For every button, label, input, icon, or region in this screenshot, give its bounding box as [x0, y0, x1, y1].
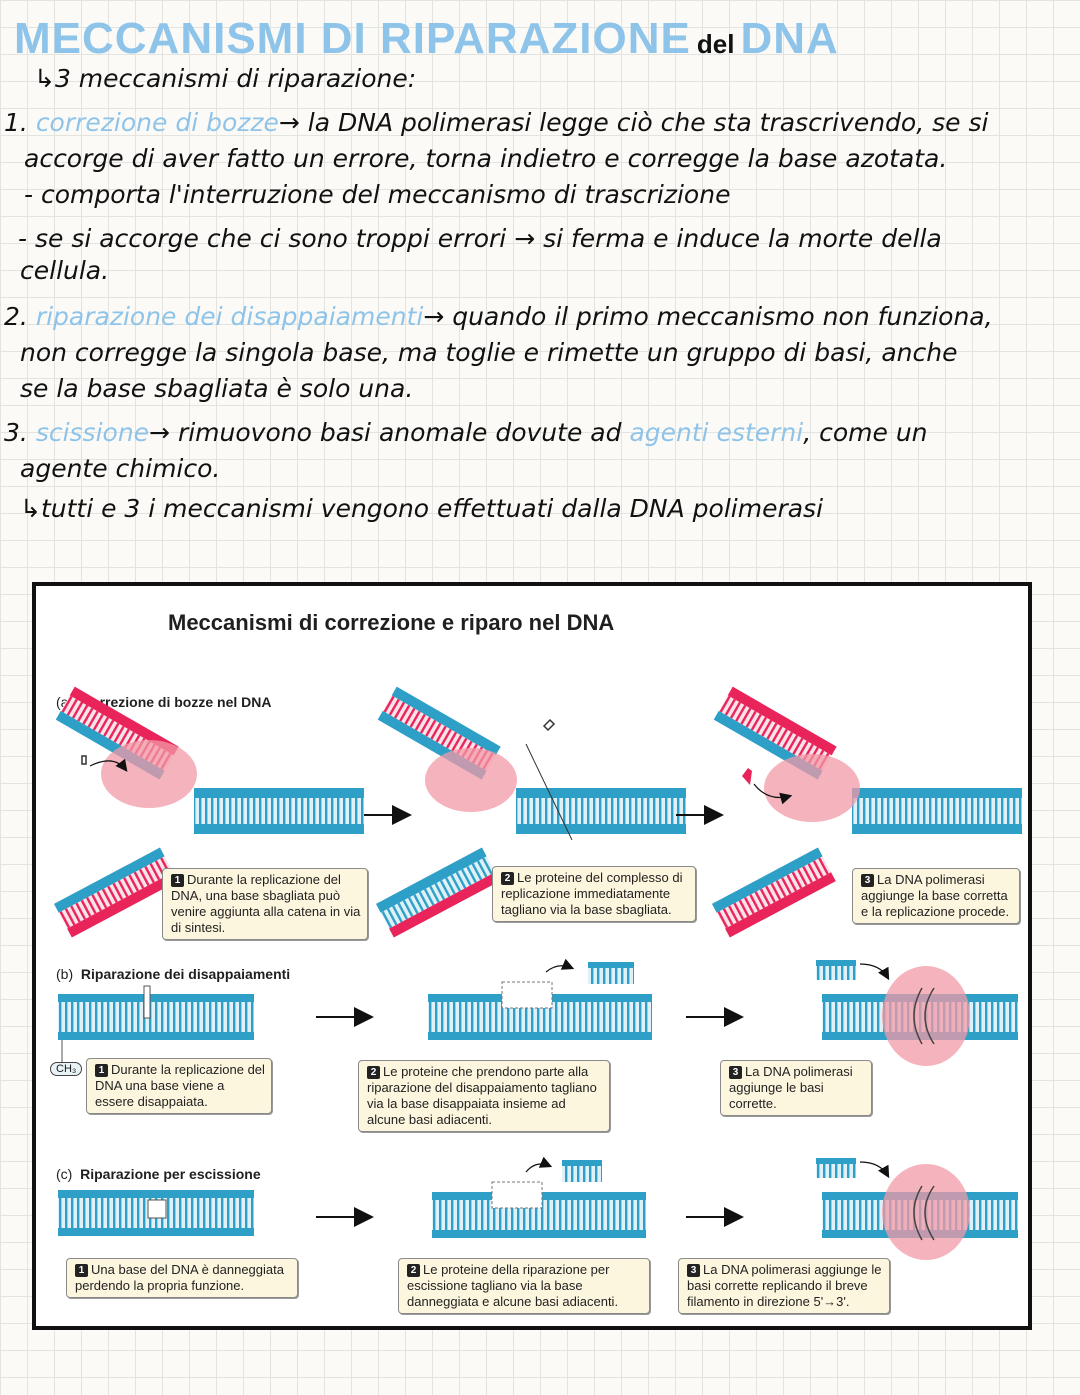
- item3-line2: agente chimico.: [20, 454, 221, 483]
- item2-number: 2.: [4, 302, 28, 331]
- item3-keyword2: agenti esterni: [629, 418, 804, 447]
- item1-text1: → la DNA polimerasi legge ciò che sta tr…: [278, 108, 989, 137]
- item3-keyword: scissione: [35, 418, 150, 447]
- step-number-c1: 1: [75, 1264, 88, 1277]
- step-number-c3: 3: [687, 1264, 700, 1277]
- item3-line1: 3. scissione→ rimuovono basi anomale dov…: [4, 418, 928, 448]
- caption-a2-text: Le proteine del complesso di replicazion…: [501, 870, 683, 917]
- arrow-c1-c2: [316, 1207, 374, 1227]
- caption-b2-text: Le proteine che prendono parte alla ripa…: [367, 1064, 597, 1127]
- title-end: DNA: [740, 14, 839, 63]
- dna-duplex-c1: [58, 1190, 254, 1236]
- item1-line4: - se si accorge che ci sono troppi error…: [18, 224, 942, 253]
- section-c-label: (c) Riparazione per escissione: [56, 1166, 261, 1182]
- item1-line3: - comporta l'interruzione del meccanismo…: [24, 180, 731, 209]
- section-c-title: Riparazione per escissione: [80, 1166, 261, 1182]
- section-b-label: (b) Riparazione dei disappaiamenti: [56, 966, 290, 982]
- title-main: MECCANISMI DI RIPARAZIONE: [14, 14, 691, 63]
- item2-line2: non corregge la singola base, ma toglie …: [20, 338, 958, 367]
- caption-b3-text: La DNA polimerasi aggiunge le basi corre…: [729, 1064, 853, 1111]
- caption-b1-text: Durante la replicazione del DNA una base…: [95, 1062, 265, 1109]
- item2-line1: 2. riparazione dei disappaiamenti→ quand…: [4, 302, 993, 332]
- summary-line: ↳tutti e 3 i meccanismi vengono effettua…: [20, 494, 824, 523]
- step-number-b2: 2: [367, 1066, 380, 1079]
- item1-keyword: correzione di bozze: [35, 108, 279, 137]
- item2-keyword: riparazione dei disappaiamenti: [35, 302, 424, 331]
- arrow-a2-a3: [676, 805, 724, 825]
- item3-number: 3.: [4, 418, 28, 447]
- section-c-letter: (c): [56, 1166, 73, 1182]
- item2-line3: se la base sbagliata è solo una.: [20, 374, 414, 403]
- item1-line2: accorge di aver fatto un errore, torna i…: [24, 144, 948, 173]
- item2-text1: → quando il primo meccanismo non funzion…: [423, 302, 993, 331]
- arrow-c2-c3: [686, 1207, 744, 1227]
- item3-text1: → rimuovono basi anomale dovute ad: [149, 418, 622, 447]
- caption-a3-text: La DNA polimerasi aggiunge la base corre…: [861, 872, 1010, 919]
- arrow-b2-b3: [686, 1007, 744, 1027]
- section-b-letter: (b): [56, 966, 74, 982]
- step-number-a2: 2: [501, 872, 514, 885]
- dna-duplex-c2: [432, 1156, 646, 1238]
- step-number-b1: 1: [95, 1064, 108, 1077]
- step-number-a1: 1: [171, 874, 184, 887]
- dna-duplex-b2: [428, 958, 652, 1040]
- item1-number: 1.: [4, 108, 28, 137]
- dna-duplex-c3: [816, 1158, 1018, 1260]
- step-number-c2: 2: [407, 1264, 420, 1277]
- replication-fork-a3: [711, 686, 1022, 938]
- intro-line: ↳3 meccanismi di riparazione:: [34, 64, 417, 93]
- caption-c2-text: Le proteine della riparazione per esciss…: [407, 1262, 619, 1309]
- figure-title: Meccanismi di correzione e riparo nel DN…: [168, 610, 615, 635]
- title-connector: del: [696, 29, 735, 59]
- item1-line1: 1. correzione di bozze→ la DNA polimeras…: [4, 108, 988, 138]
- dna-repair-figure: Meccanismi di correzione e riparo nel DN…: [32, 582, 1032, 1330]
- section-b-title: Riparazione dei disappaiamenti: [80, 966, 291, 982]
- arrow-a1-a2: [364, 805, 412, 825]
- section-a-title: Correzione di bozze nel DNA: [80, 694, 272, 710]
- dna-duplex-b3: [816, 960, 1018, 1066]
- caption-a1-text: Durante la replicazione del DNA, una bas…: [171, 872, 361, 935]
- item1-line5: cellula.: [20, 256, 110, 285]
- caption-c1-text: Una base del DNA è danneggiata perdendo …: [75, 1262, 284, 1293]
- arrow-b1-b2: [316, 1007, 374, 1027]
- step-number-b3: 3: [729, 1066, 742, 1079]
- replication-fork-a1: [53, 686, 364, 938]
- step-number-a3: 3: [861, 874, 874, 887]
- dna-duplex-b1: [58, 985, 254, 1066]
- item3-text2: , come un: [803, 418, 928, 447]
- caption-c3-text: La DNA polimerasi aggiunge le basi corre…: [687, 1262, 882, 1309]
- methyl-group-tag: CH₃: [50, 1062, 83, 1076]
- replication-fork-a2: [375, 686, 686, 938]
